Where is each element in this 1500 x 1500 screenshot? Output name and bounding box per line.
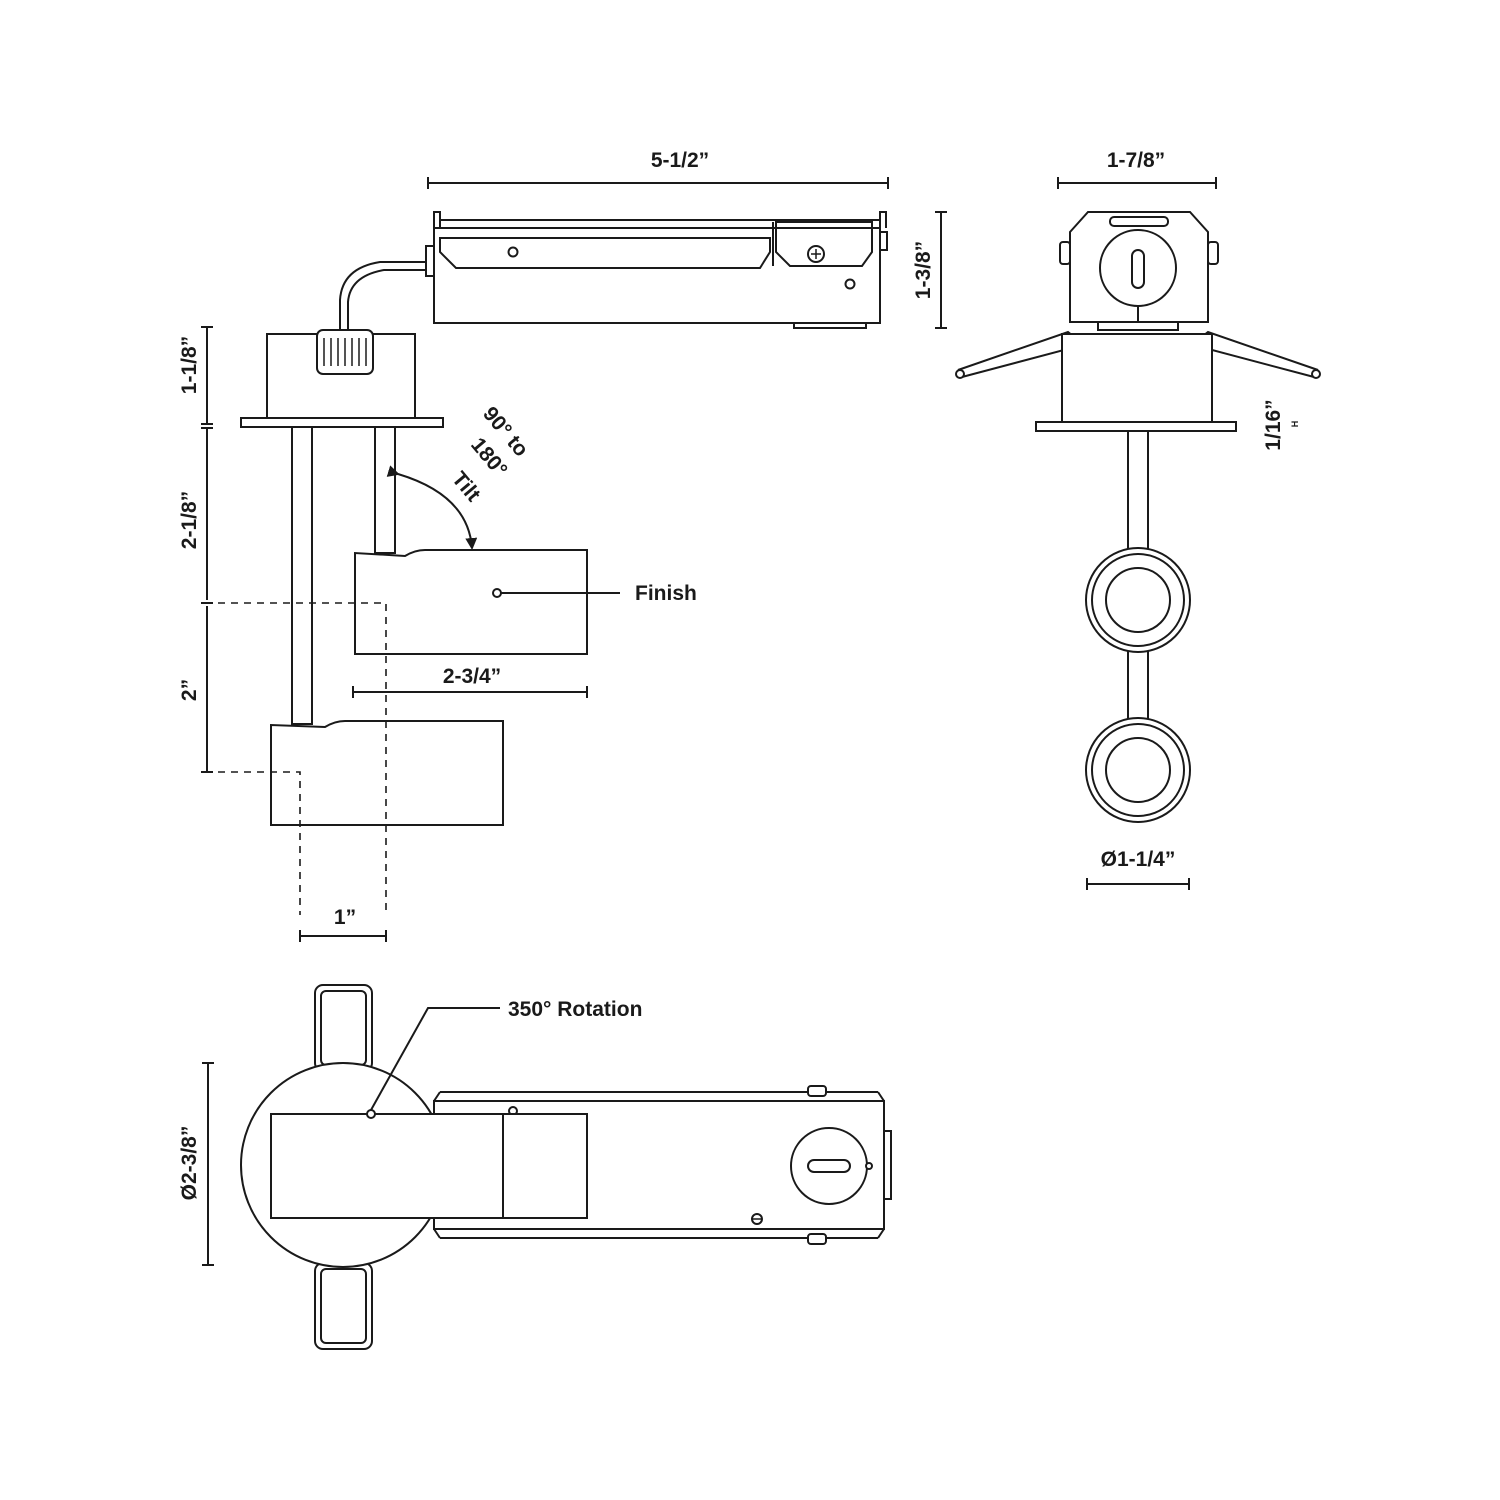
head-upper <box>354 549 588 655</box>
head-plan <box>270 1113 588 1219</box>
dim-flange: 1/16” <box>1262 399 1285 450</box>
front-view: 1-7/8” 1/16” H Ø1-1/4” <box>955 149 1321 890</box>
dim-head-length: 2-3/4” <box>443 665 501 688</box>
can-housing <box>240 329 444 428</box>
dim-side-width: 1-7/8” <box>1107 149 1165 172</box>
lens-upper <box>1085 547 1191 653</box>
dim-offset: 1” <box>334 906 356 929</box>
dim-can-height: 1-1/8” <box>178 336 201 394</box>
dim-lens-dia: Ø1-1/4” <box>1101 848 1176 871</box>
side-elevation-view: 5-1/2” 1-3/8” 1-1/8” 2-1/8” 2” 2-3/4” 1”… <box>178 149 947 942</box>
plan-view: 350° Rotation Ø2-3/8” <box>178 984 892 1350</box>
dim-upper-drop: 2-1/8” <box>178 491 201 549</box>
dim-top-height: 1-3/8” <box>912 241 935 299</box>
lens-lower <box>1085 717 1191 823</box>
dim-flange-sub: H <box>1290 421 1300 428</box>
head-lower <box>270 720 504 826</box>
dim-lower-drop: 2” <box>178 679 201 701</box>
driver-box <box>425 211 888 329</box>
tilt-label: Tilt <box>447 467 485 506</box>
rotation-label: 350° Rotation <box>508 998 642 1021</box>
finish-label: Finish <box>635 582 697 605</box>
dim-top-length: 5-1/2” <box>651 149 709 172</box>
dim-plan-dia: Ø2-3/8” <box>178 1126 201 1201</box>
